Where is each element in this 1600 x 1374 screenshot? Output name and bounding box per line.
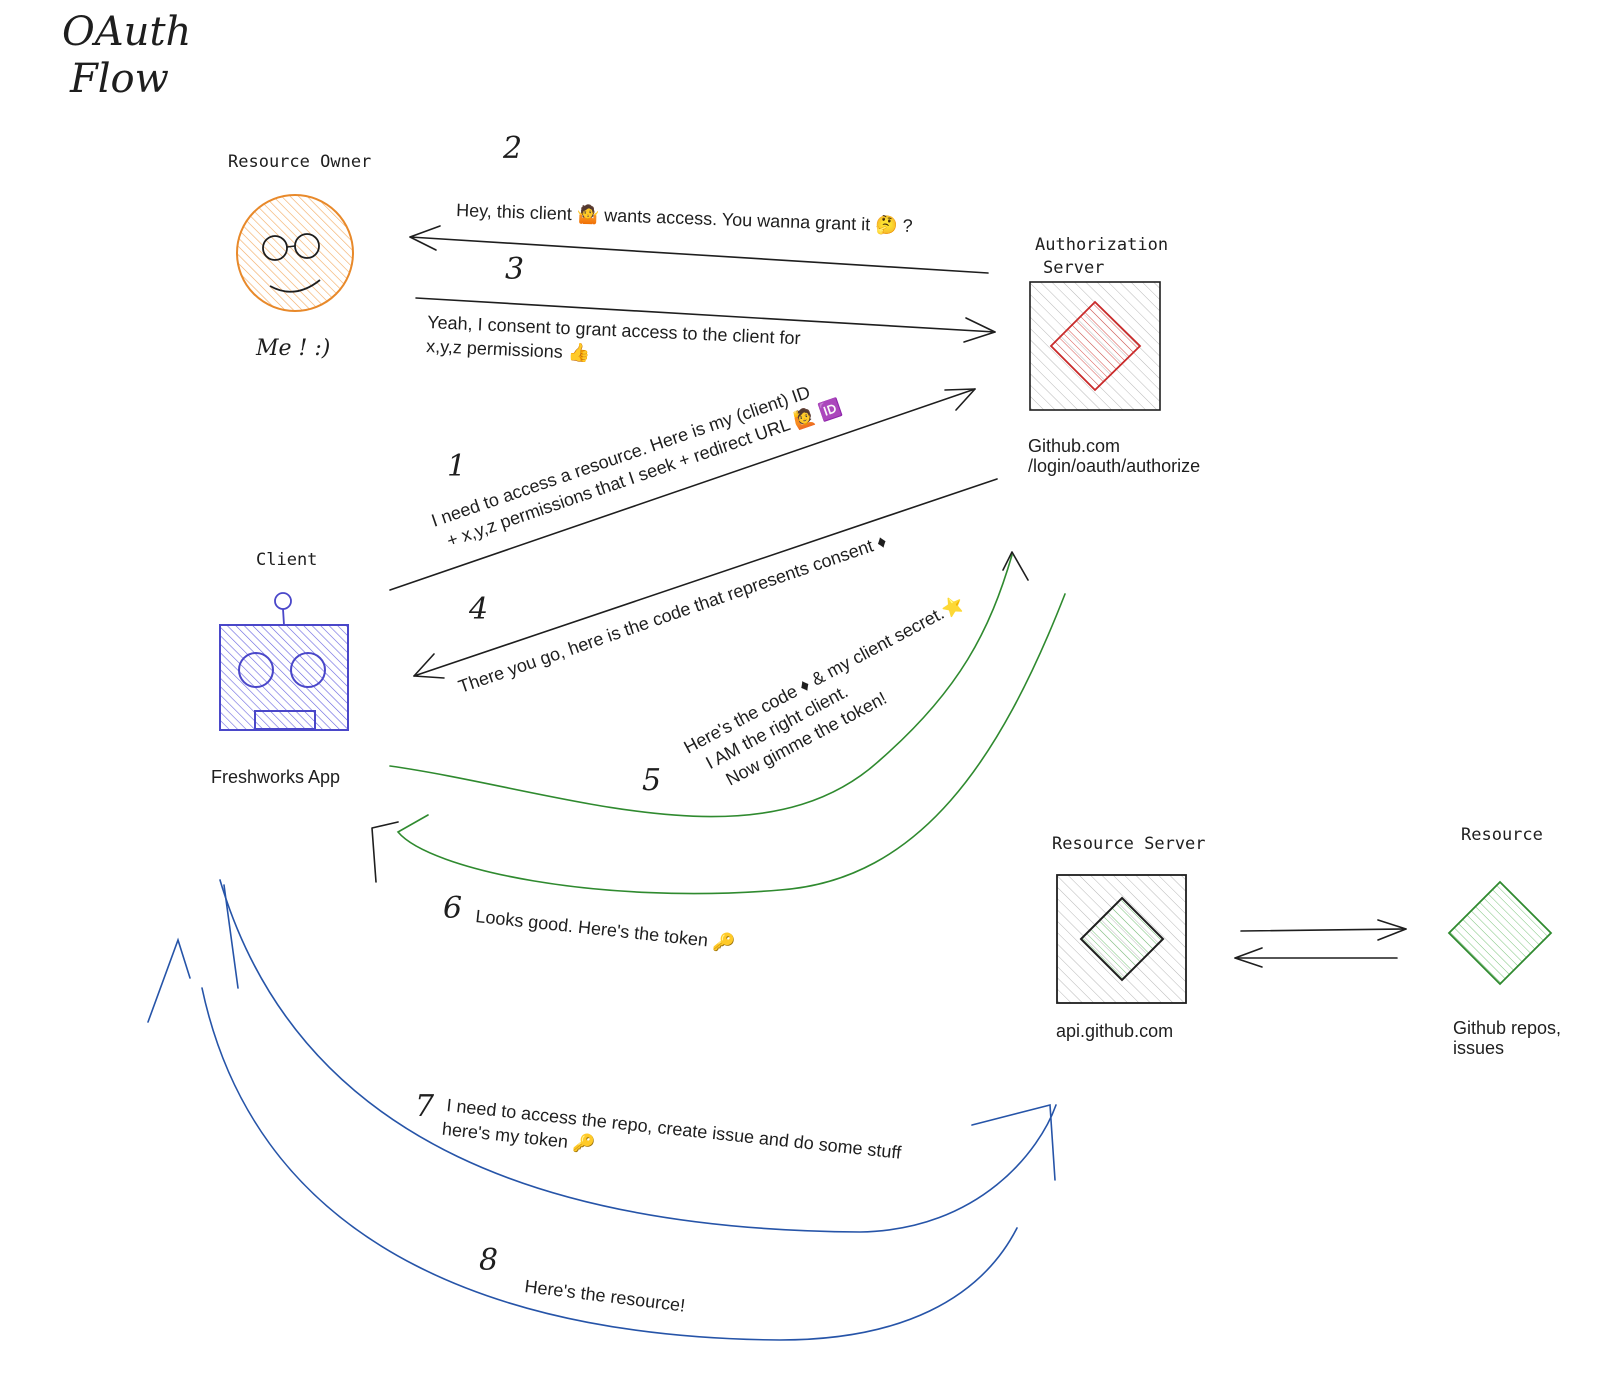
arrow-step-2 — [409, 225, 989, 274]
step-7-message: I need to access the repo, create issue … — [441, 1095, 903, 1163]
arrow-step-5 — [389, 551, 1029, 818]
step-number-3: 3 — [505, 252, 524, 287]
step-number-2: 2 — [502, 131, 522, 166]
authorization-server: Authorization Server Github.com /login/o… — [1028, 235, 1200, 476]
robot-icon — [219, 592, 349, 731]
resource-owner: Resource Owner Me ! :) — [228, 152, 371, 361]
auth-server-label-line1: Authorization — [1035, 235, 1168, 255]
resource-server-diamond-icon — [1079, 896, 1165, 982]
arrow-resource-request — [1240, 919, 1407, 941]
arrow-step-8 — [147, 937, 1018, 1341]
step-5-message: Here's the code ♦ & my client secret.⭐ I… — [680, 592, 967, 790]
arrow-step-7 — [219, 879, 1057, 1233]
step-number-8: 8 — [479, 1243, 498, 1278]
arrow-step-4 — [413, 478, 998, 679]
step-number-6: 6 — [443, 891, 462, 926]
step-3-message: Yeah, I consent to grant access to the c… — [426, 312, 801, 363]
auth-server-label-line2: Server — [1043, 258, 1104, 278]
step-8-message: Here's the resource! — [524, 1276, 687, 1316]
step-2-message: Hey, this client 🤷 wants access. You wan… — [456, 199, 913, 236]
arrow-step-6 — [371, 593, 1066, 895]
resource-label: Resource — [1461, 825, 1543, 845]
step-6-message: Looks good. Here's the token 🔑 — [474, 905, 736, 954]
auth-server-caption-line2: /login/oauth/authorize — [1028, 456, 1200, 476]
step-number-5: 5 — [642, 763, 661, 798]
resource-diamond-icon — [1447, 880, 1553, 986]
smiley-face-icon — [236, 194, 354, 312]
arrow-step-3 — [415, 297, 996, 343]
step-number-7: 7 — [415, 1089, 435, 1124]
step-1-message-line1: I need to access a resource. Here is my … — [429, 382, 813, 531]
arrow-step-1 — [389, 388, 976, 591]
resource-server: Resource Server api.github.com — [1052, 834, 1206, 1041]
client-label: Client — [256, 550, 317, 570]
resource: Resource Github repos, issues — [1447, 825, 1561, 1058]
step-1-message: I need to access a resource. Here is my … — [429, 382, 844, 551]
resource-caption-line2: issues — [1453, 1038, 1504, 1058]
step-1-message-line2: + x,y,z permissions that I seek + redire… — [444, 396, 844, 551]
step-number-1: 1 — [447, 449, 466, 484]
resource-caption-line1: Github repos, — [1453, 1018, 1561, 1038]
arrow-resource-response — [1234, 947, 1398, 968]
auth-server-diamond-icon — [1049, 300, 1142, 392]
resource-server-caption: api.github.com — [1056, 1021, 1173, 1041]
client: Client Freshworks App — [211, 550, 349, 787]
resource-server-label: Resource Server — [1052, 834, 1206, 854]
auth-server-caption-line1: Github.com — [1028, 436, 1120, 456]
resource-owner-label: Resource Owner — [228, 152, 371, 172]
diagram-title-line1: OAuth — [62, 9, 191, 55]
step-3-message-line2: x,y,z permissions 👍 — [426, 335, 591, 363]
diagram-title-line2: Flow — [69, 56, 169, 102]
client-caption: Freshworks App — [211, 767, 340, 787]
step-number-4: 4 — [468, 592, 488, 627]
resource-owner-caption: Me ! :) — [255, 336, 330, 361]
